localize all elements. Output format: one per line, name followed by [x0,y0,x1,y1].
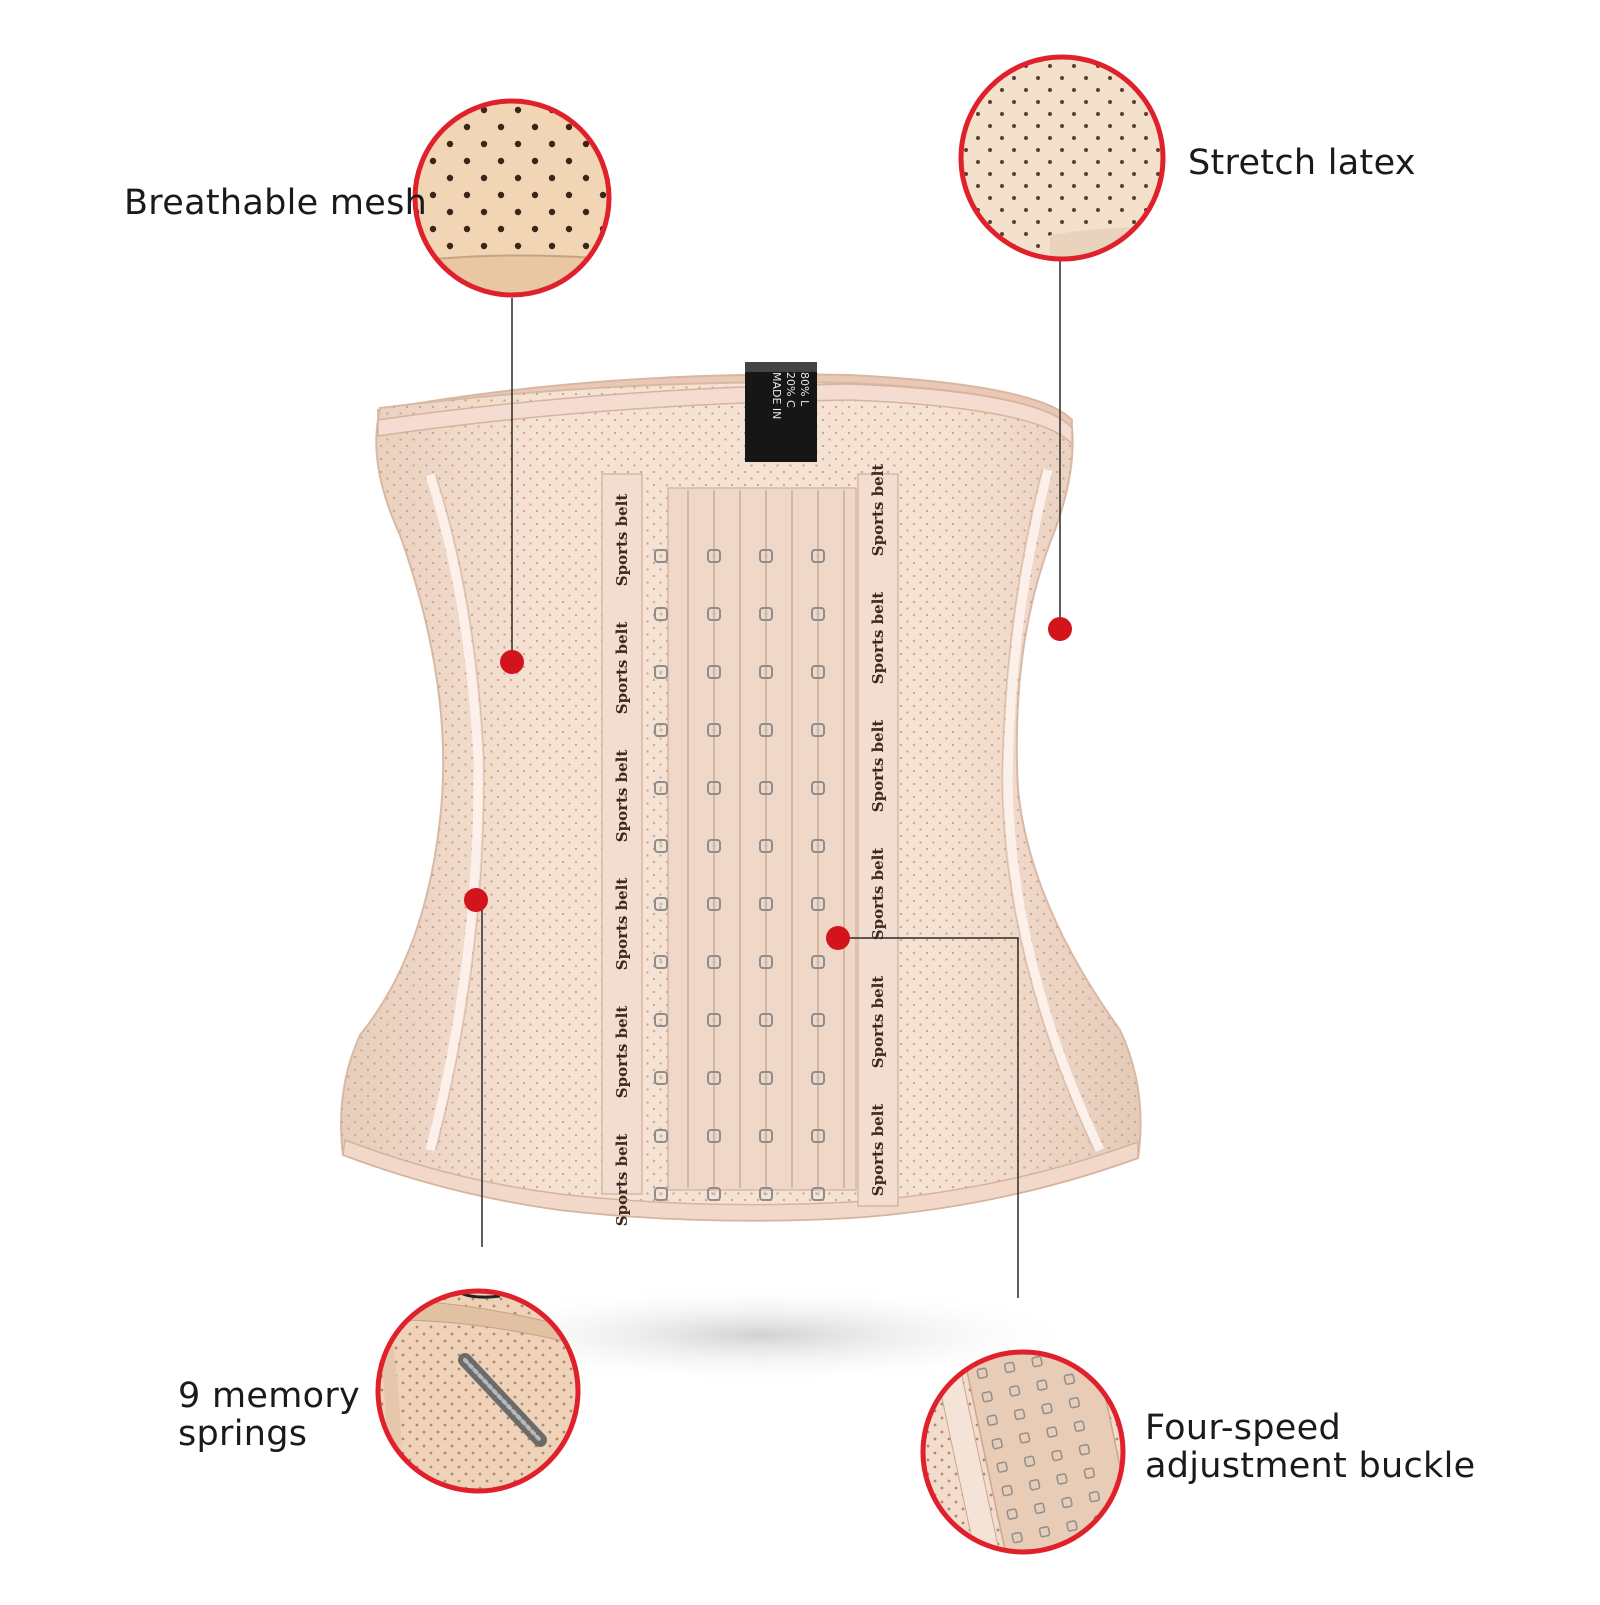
sports-belt-strip-right [857,473,899,1207]
hook-eye [811,1129,825,1143]
hook-eye [811,781,825,795]
hook-eye [707,1187,721,1201]
label-adjustment-buckle-line1: Four-speed [1145,1408,1341,1448]
hook-eye [811,897,825,911]
strip-lettering: Sports belt [613,1006,631,1099]
callout-dot-mesh [500,650,524,674]
hook-eye [654,897,668,911]
hook-eye [707,723,721,737]
hook-eye [707,897,721,911]
hook-eye [707,1071,721,1085]
floor-shadow [430,1285,1090,1385]
callout-lines [481,238,1061,1298]
zoom-circle-adjustment-buckle [920,1349,1126,1555]
hook-eye [759,781,773,795]
hook-eye [759,955,773,969]
hook-eye [707,549,721,563]
strip-lettering: Sports belt [869,848,887,941]
hook-eye-grid [654,549,825,1201]
hook-eye [759,1129,773,1143]
strip-lettering: Sports belt [613,494,631,587]
hook-eye [811,549,825,563]
hook-eye [654,1129,668,1143]
hook-eye [654,839,668,853]
hook-eye [759,723,773,737]
label-breathable-mesh: Breathable mesh [124,183,428,223]
hook-eye [654,781,668,795]
hook-eye [654,955,668,969]
tag-lettering: 20% C [784,372,797,408]
hook-eye [811,607,825,621]
strip-lettering: Sports belt [869,720,887,813]
sports-belt-strip-left [601,473,643,1195]
zoom-circle-stretch-latex [958,54,1166,262]
hook-eye [707,1129,721,1143]
hook-eye [811,955,825,969]
hook-eye [654,1071,668,1085]
hook-eye [759,607,773,621]
label-adjustment-buckle-line2: adjustment buckle [1145,1446,1476,1486]
hook-eye [811,723,825,737]
hook-eye [654,1187,668,1201]
hook-eye [707,607,721,621]
strip-lettering: Sports belt [613,622,631,715]
hook-eye [759,665,773,679]
hook-eye [811,1013,825,1027]
strip-lettering: Sports belt [613,750,631,843]
callout-dot-buckle [826,926,850,950]
strip-lettering: Sports belt [869,592,887,685]
label-adjustment-buckle: Four-speed adjustment buckle [1145,1409,1475,1485]
hook-eye [811,665,825,679]
tag-lettering: 80% L [798,372,811,407]
label-memory-springs: 9 memory springs [178,1377,360,1453]
callout-dot-latex [1048,617,1072,641]
callout-dot-springs [464,888,488,912]
hook-eye [654,607,668,621]
hook-eye [759,897,773,911]
hook-eye [759,839,773,853]
hook-eye [811,1071,825,1085]
hook-eye [654,549,668,563]
hook-eye [811,839,825,853]
strip-lettering: Sports belt [869,464,887,557]
tag-lettering: MADE IN [770,372,783,419]
strip-lettering: Sports belt [869,1104,887,1197]
hook-eye [811,1187,825,1201]
label-memory-springs-line2: springs [178,1414,308,1454]
hook-eye [707,781,721,795]
strip-lettering: Sports belt [613,878,631,971]
hook-eye [654,1013,668,1027]
hook-eye [707,665,721,679]
label-stretch-latex: Stretch latex [1188,143,1416,183]
zoom-circle-breathable-mesh [412,98,612,298]
hook-eye [654,723,668,737]
hook-eye [707,955,721,969]
label-memory-springs-line1: 9 memory [178,1376,361,1416]
hook-eye [759,549,773,563]
hook-eye [759,1013,773,1027]
strip-lettering: Sports belt [869,976,887,1069]
hook-eye [654,665,668,679]
strip-lettering: Sports belt [613,1134,631,1227]
hook-eye [707,839,721,853]
hook-eye [707,1013,721,1027]
hook-eye [759,1071,773,1085]
hook-eye [759,1187,773,1201]
